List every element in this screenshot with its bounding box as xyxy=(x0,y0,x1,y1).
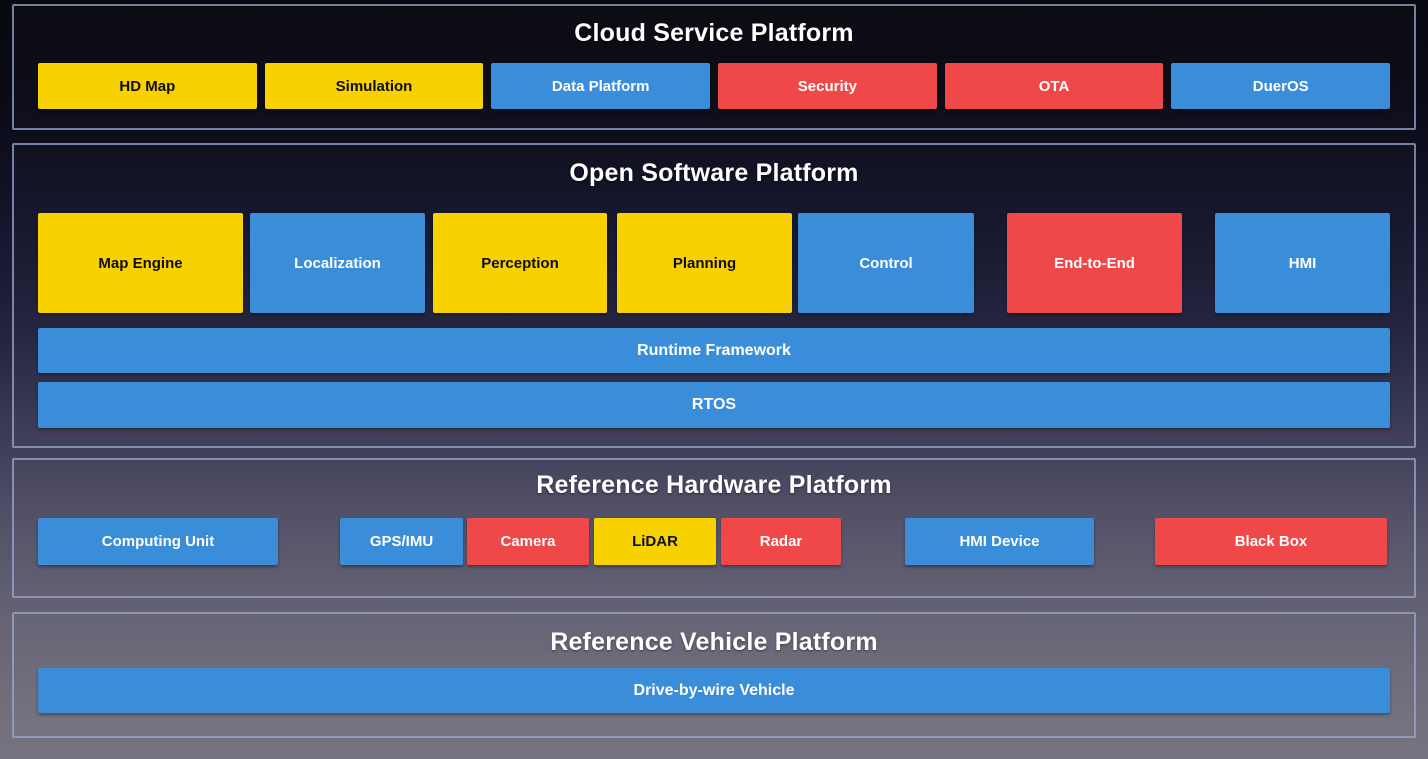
box-data-platform: Data Platform xyxy=(491,63,711,109)
box-control: Control xyxy=(798,213,974,313)
reference-vehicle-platform-title: Reference Vehicle Platform xyxy=(550,628,878,656)
box-end-to-end: End-to-End xyxy=(1007,213,1182,313)
box-localization: Localization xyxy=(250,213,425,313)
cloud-service-platform-title: Cloud Service Platform xyxy=(574,19,854,47)
open-software-platform-title: Open Software Platform xyxy=(569,159,859,187)
section-reference-vehicle-platform: Reference Vehicle Platform Drive-by-wire… xyxy=(12,612,1416,738)
box-camera: Camera xyxy=(467,518,589,565)
hardware-row: Computing Unit GPS/IMU Camera LiDAR Rada… xyxy=(38,518,1390,565)
bar-runtime-framework: Runtime Framework xyxy=(38,328,1390,373)
software-modules-row: Map Engine Localization Perception Plann… xyxy=(38,213,1390,313)
box-security: Security xyxy=(718,63,937,109)
box-ota: OTA xyxy=(944,63,1164,109)
box-lidar: LiDAR xyxy=(594,518,716,565)
box-black-box: Black Box xyxy=(1155,518,1387,565)
box-dueros: DuerOS xyxy=(1171,63,1391,109)
box-computing-unit: Computing Unit xyxy=(38,518,278,565)
box-planning: Planning xyxy=(617,213,792,313)
section-reference-hardware-platform: Reference Hardware Platform Computing Un… xyxy=(12,458,1416,598)
bar-rtos: RTOS xyxy=(38,382,1390,428)
cloud-services-row: HD Map Simulation Data Platform Security… xyxy=(38,63,1391,109)
box-hmi-device: HMI Device xyxy=(905,518,1094,565)
box-gps-imu: GPS/IMU xyxy=(340,518,463,565)
box-radar: Radar xyxy=(721,518,841,565)
box-map-engine: Map Engine xyxy=(38,213,243,313)
bar-drive-by-wire-vehicle: Drive-by-wire Vehicle xyxy=(38,668,1390,713)
section-cloud-service-platform: Cloud Service Platform HD Map Simulation… xyxy=(12,4,1416,130)
section-open-software-platform: Open Software Platform Map Engine Locali… xyxy=(12,143,1416,448)
box-hmi: HMI xyxy=(1215,213,1390,313)
box-hd-map: HD Map xyxy=(38,63,257,109)
box-simulation: Simulation xyxy=(264,63,484,109)
box-perception: Perception xyxy=(433,213,607,313)
reference-hardware-platform-title: Reference Hardware Platform xyxy=(536,471,892,499)
